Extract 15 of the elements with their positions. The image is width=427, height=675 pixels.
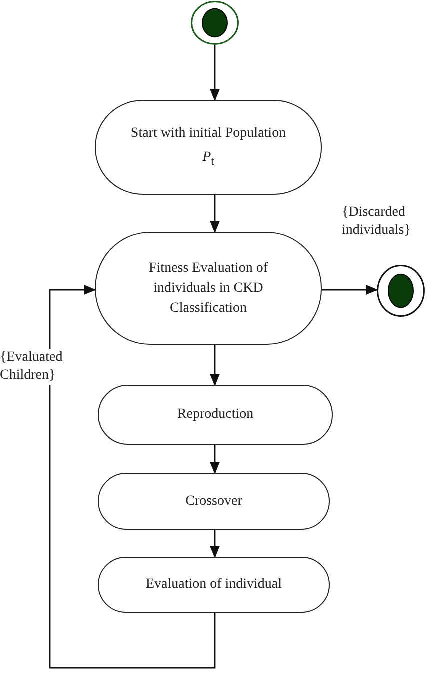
arrow: [210, 345, 220, 386]
arrow: [322, 285, 378, 295]
arrow: [49, 285, 216, 669]
arrow: [210, 45, 220, 100]
activity-label: P$_{t}$: [202, 148, 214, 170]
arrow: [210, 445, 220, 474]
activity-label: Crossover: [186, 492, 242, 510]
arrow: [210, 530, 220, 558]
activity-label: Fitness Evaluation of individuals in CKD Classification: [148, 260, 269, 318]
activity-label: Start with initial Population: [130, 124, 286, 143]
arrow: [210, 195, 220, 232]
state-circle: [191, 1, 239, 45]
activity-label: Evaluation of individual: [146, 576, 282, 594]
activity-label: Reproduction: [177, 406, 254, 424]
state-circle: [377, 265, 425, 317]
